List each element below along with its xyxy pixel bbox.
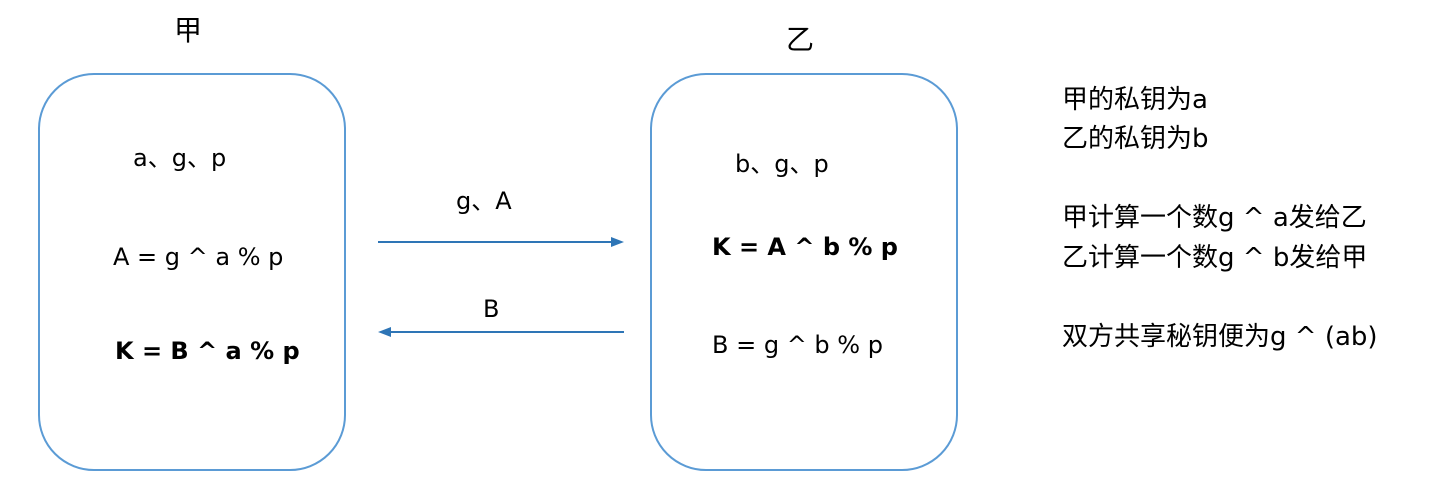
party-yi-box: [650, 73, 958, 471]
party-yi-title: 乙: [786, 23, 815, 56]
message-to-jia-label: B: [483, 295, 500, 323]
party-jia-title: 甲: [174, 14, 203, 47]
yi-public-key-formula: B = g ^ b % p: [712, 331, 883, 359]
note-jia-sends: 甲计算一个数g ^ a发给乙: [1062, 203, 1367, 233]
message-to-yi-label: g、A: [456, 187, 512, 215]
jia-params: a、g、p: [133, 144, 227, 172]
note-shared-key: 双方共享秘钥便为g ^ (ab): [1062, 322, 1378, 352]
arrow-yi-to-jia-head: [378, 327, 391, 337]
jia-public-key-formula: A = g ^ a % p: [113, 243, 284, 271]
note-yi-private-key: 乙的私钥为b: [1062, 124, 1209, 154]
arrow-jia-to-yi-head: [611, 237, 624, 247]
party-jia-box: [38, 73, 346, 471]
note-yi-sends: 乙计算一个数g ^ b发给甲: [1062, 243, 1368, 273]
note-jia-private-key: 甲的私钥为a: [1062, 85, 1208, 115]
yi-shared-key-formula: K = A ^ b % p: [712, 233, 898, 261]
yi-params: b、g、p: [735, 150, 829, 178]
jia-shared-key-formula: K = B ^ a % p: [115, 337, 300, 365]
